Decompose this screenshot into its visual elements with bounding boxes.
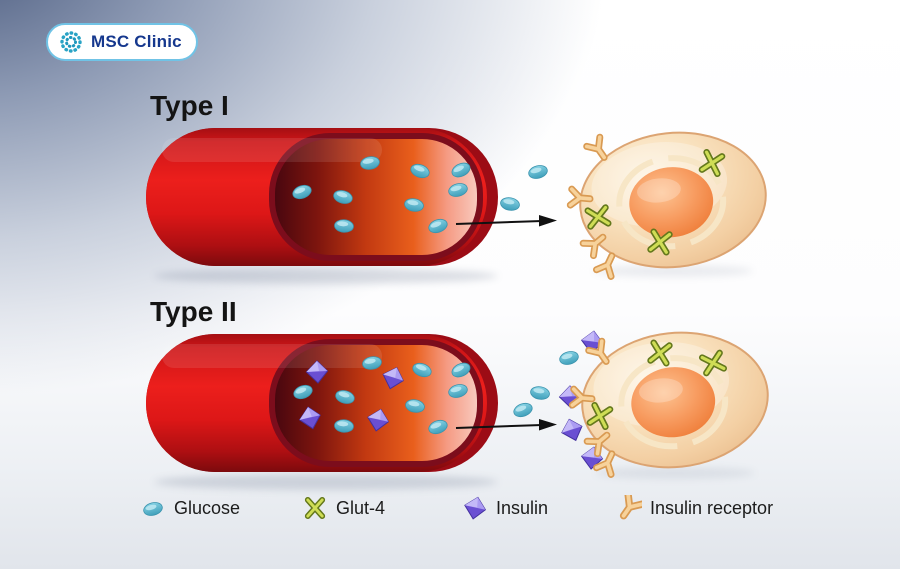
legend-item-glucose: Glucose (140, 492, 240, 524)
legend: Glucose Glut-4 Insulin Insulin receptor (140, 492, 840, 524)
type1-illustration (140, 112, 780, 284)
legend-label: Insulin receptor (650, 497, 774, 518)
glut4-icon (302, 495, 328, 521)
body-cell (574, 124, 773, 277)
vessel-shadow (154, 268, 498, 284)
glucose-leaving-vessel (499, 163, 550, 213)
blood-vessel (146, 128, 498, 266)
legend-label: Glucose (174, 497, 241, 518)
blood-vessel (146, 334, 498, 472)
msc-dotted-circle-icon (60, 31, 82, 53)
glucose-icon (141, 500, 165, 518)
clinic-logo: MSC Clinic (46, 23, 198, 61)
type2-illustration (140, 318, 780, 490)
type2-heading: Type II (150, 296, 237, 327)
clinic-logo-text: MSC Clinic (91, 32, 182, 51)
cell-shadow (593, 265, 753, 277)
flow-arrow (455, 419, 557, 431)
legend-item-glut4: Glut-4 (302, 492, 385, 524)
insulin-icon (462, 495, 488, 521)
glucose-leaving-vessel (511, 349, 581, 420)
cell-shadow (595, 467, 755, 479)
legend-item-insulin-receptor: Insulin receptor (616, 492, 773, 524)
flow-arrow (455, 215, 557, 227)
insulin-receptor-icon (616, 495, 642, 521)
type1-heading: Type I (150, 90, 229, 121)
vessel-shadow (154, 474, 498, 490)
legend-item-insulin: Insulin (462, 492, 548, 524)
legend-label: Glut-4 (336, 497, 386, 518)
legend-label: Insulin (496, 497, 549, 518)
body-cell (576, 324, 775, 477)
